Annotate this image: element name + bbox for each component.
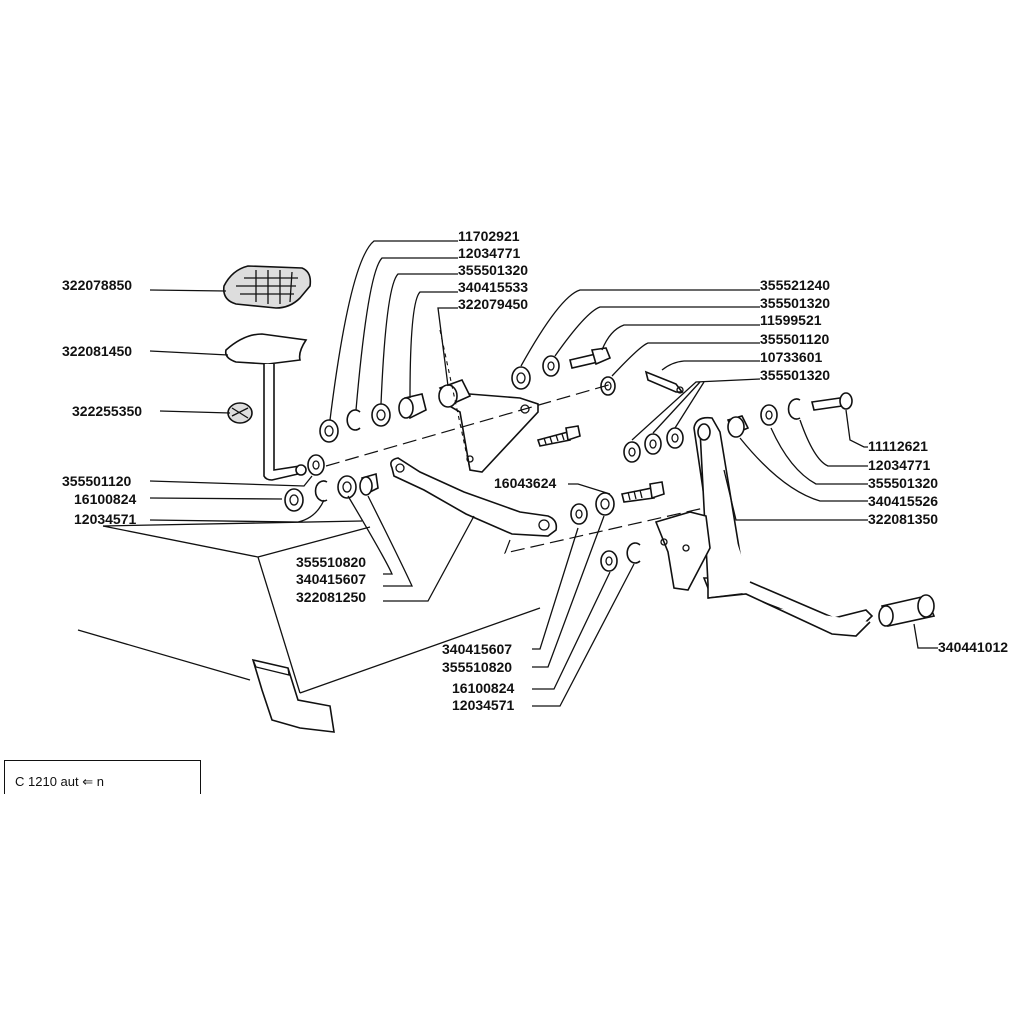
label-12034771-top: 12034771 (458, 245, 521, 261)
label-11599521: 11599521 (760, 312, 822, 328)
left-pivot-hardware (284, 393, 427, 512)
label-16043624: 16043624 (494, 475, 557, 491)
label-355510820-left: 355510820 (296, 554, 366, 570)
right-pedal-arm (654, 416, 874, 637)
label-12034571-bottom: 12034571 (452, 697, 515, 713)
rubber-stop (227, 402, 253, 424)
label-11112621: 11112621 (868, 438, 928, 454)
label-16100824-left: 16100824 (74, 491, 137, 507)
label-322078850: 322078850 (62, 277, 132, 293)
long-link-lever (390, 457, 558, 537)
label-355501320-top: 355501320 (458, 262, 528, 278)
label-322081350: 322081350 (868, 511, 938, 527)
label-322079450: 322079450 (458, 296, 528, 312)
label-12034771-right: 12034771 (868, 457, 931, 473)
pedal-rubber-pad (222, 265, 312, 309)
drawing-reference-box: C 1210 aut ⇐ n (4, 760, 201, 794)
label-355521240: 355521240 (760, 277, 830, 293)
label-11702921: 11702921 (458, 228, 520, 244)
assembly-axes (325, 329, 705, 554)
pedal-plate-and-arm (224, 333, 308, 481)
label-12034571-left: 12034571 (74, 511, 137, 527)
label-10733601: 10733601 (760, 349, 823, 365)
pedal-grip-sleeve (878, 594, 936, 627)
label-322255350: 322255350 (72, 403, 142, 419)
centre-hardware (511, 347, 665, 572)
drawing-reference-text: C 1210 aut ⇐ n (15, 774, 104, 789)
label-355501120-left: 355501120 (62, 473, 132, 489)
label-355510820-bottom: 355510820 (442, 659, 512, 675)
label-340415533: 340415533 (458, 279, 528, 295)
label-322081450: 322081450 (62, 343, 132, 359)
floor-bracket (251, 658, 335, 733)
label-355501320-right-mid: 355501320 (760, 367, 830, 383)
floor-outline (77, 520, 541, 694)
label-340415607-left: 340415607 (296, 571, 366, 587)
label-355501120-right: 355501120 (760, 331, 830, 347)
label-16100824-bottom: 16100824 (452, 680, 515, 696)
label-340415526: 340415526 (868, 493, 938, 509)
label-340415607-bottom: 340415607 (442, 641, 512, 657)
label-355501320-upper-right: 355501320 (760, 295, 830, 311)
label-322081250: 322081250 (296, 589, 366, 605)
label-355501320-right-low: 355501320 (868, 475, 938, 491)
label-340441012: 340441012 (938, 639, 1008, 655)
part-labels: 11702921 12034771 355501320 340415533 32… (62, 228, 1008, 713)
right-hardware (623, 370, 853, 463)
leader-lines (149, 240, 938, 707)
